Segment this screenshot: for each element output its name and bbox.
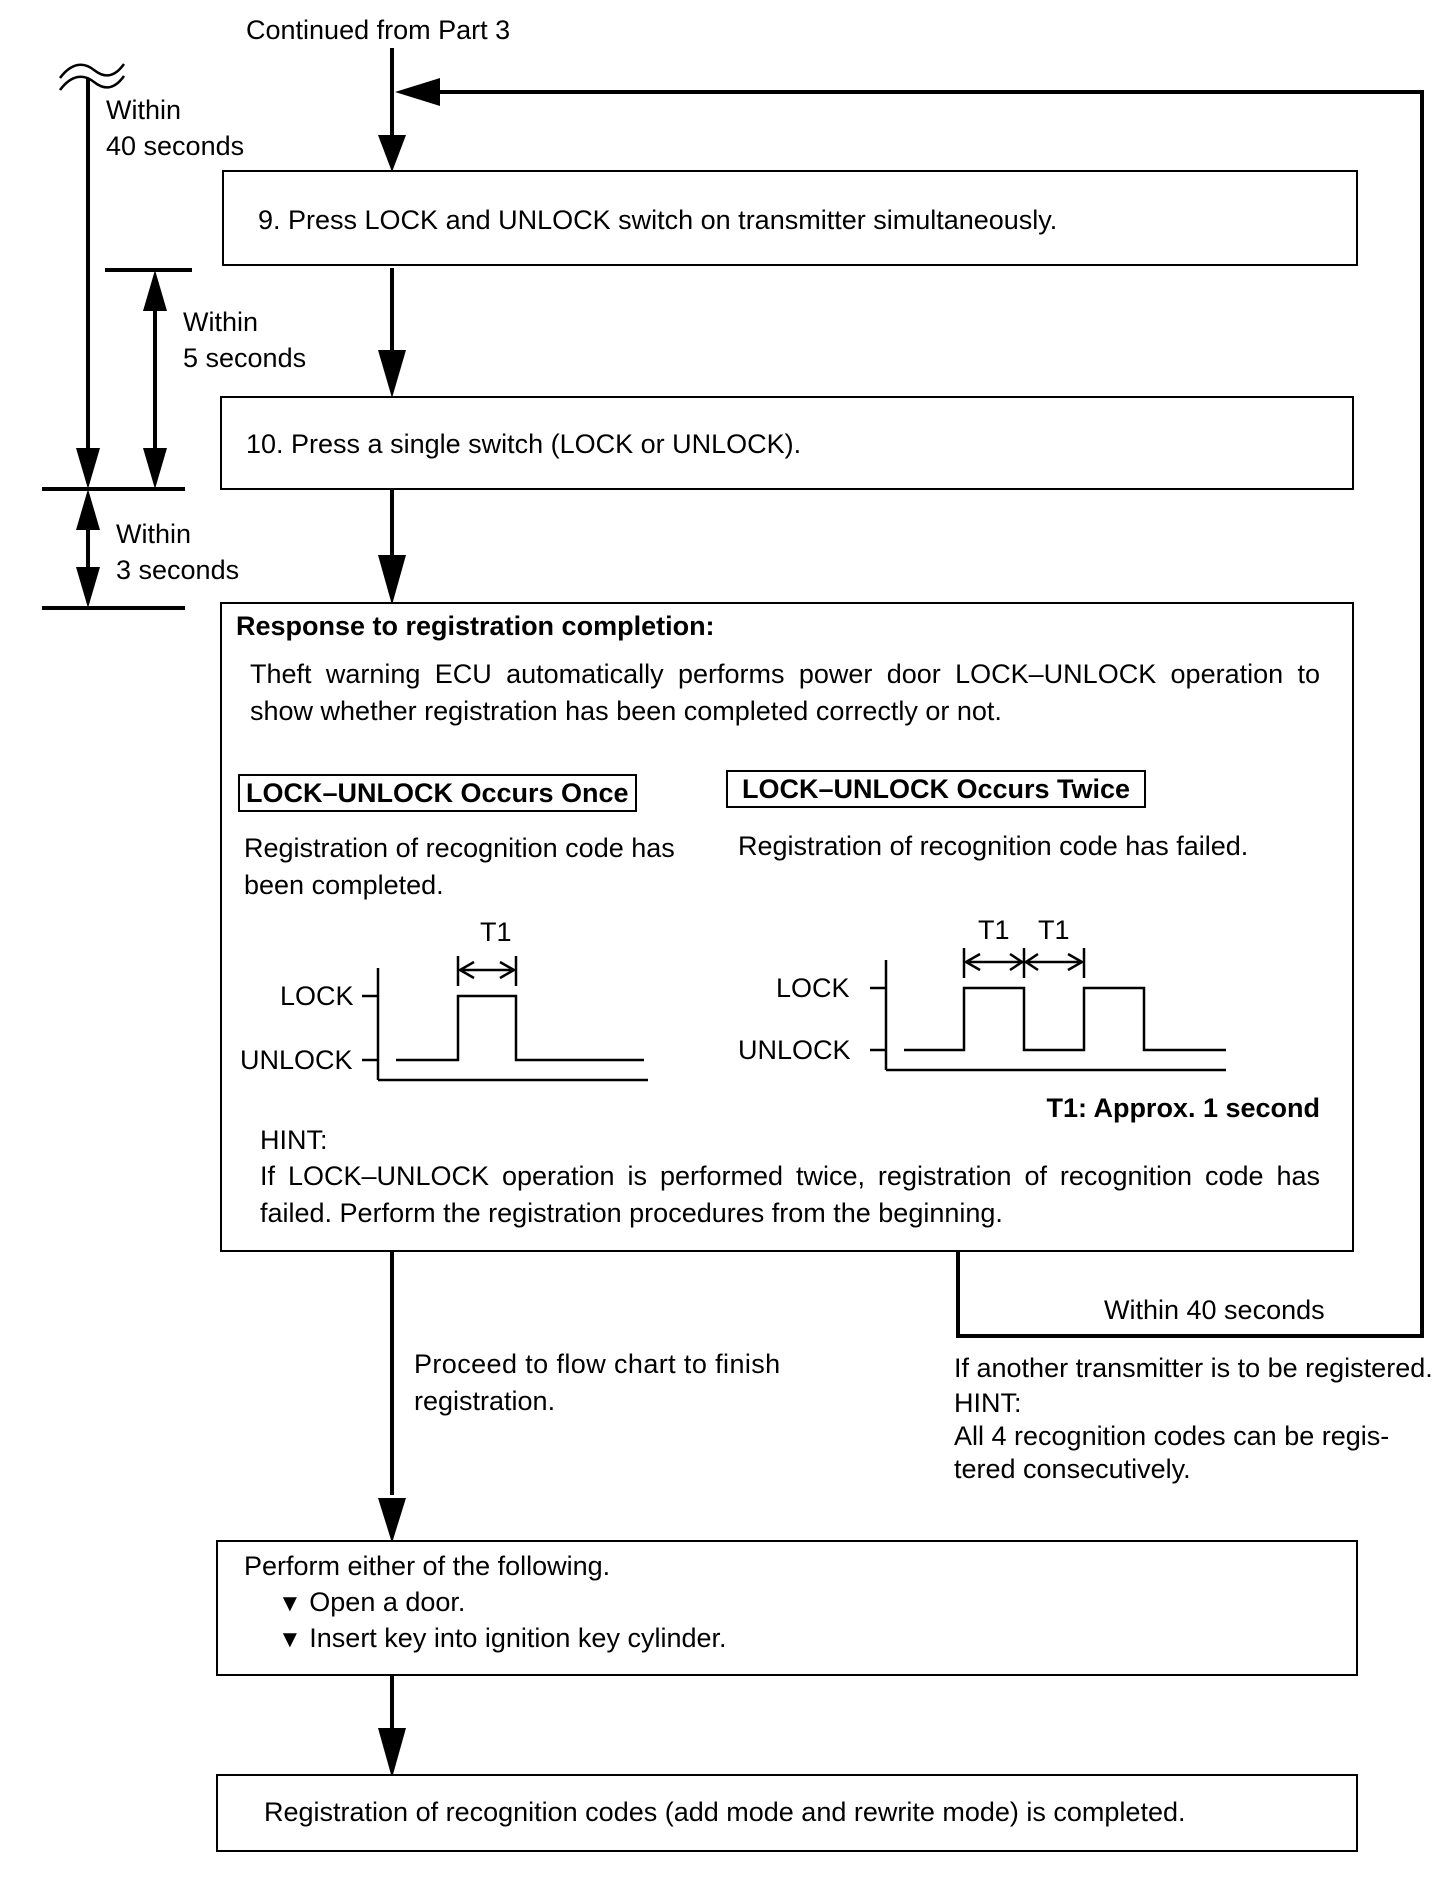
step-10-text: 10. Press a single switch (LOCK or UNLOC… (246, 429, 802, 459)
triangle-bullet-icon: ▼ (278, 1590, 302, 1617)
loop-another-label: If another transmitter is to be register… (954, 1353, 1433, 1383)
response-hint-text: If LOCK–UNLOCK operation is performed tw… (260, 1161, 1320, 1228)
perform-item-1: ▼ Open a door. (278, 1584, 465, 1622)
response-title: Response to registration completion: (236, 611, 715, 641)
response-hint-title: HINT: (260, 1125, 328, 1155)
arrowhead-3-down (76, 567, 100, 608)
perform-box: Perform either of the following. ▼ Open … (216, 1540, 1358, 1676)
twice-t1-head-left (963, 952, 981, 972)
perform-item-2: ▼ Insert key into ignition key cylinder. (278, 1620, 727, 1658)
timing-3-label-seconds: 3 seconds (116, 555, 240, 585)
perform-item-2-text: Insert key into ignition key cylinder. (309, 1623, 727, 1653)
perform-item-1-text: Open a door. (309, 1587, 466, 1617)
arrowhead-to-perform (378, 1498, 406, 1543)
break-symbol (59, 63, 126, 91)
twice-label: LOCK–UNLOCK Occurs Twice (726, 770, 1147, 808)
once-signal (396, 994, 644, 1062)
once-t1-label: T1 (480, 917, 512, 947)
twice-waveform (870, 948, 1226, 1072)
loop-hint-line-1: All 4 recognition codes can be regis- (954, 1421, 1390, 1451)
step-10-box: 10. Press a single switch (LOCK or UNLOC… (220, 396, 1354, 490)
twice-t1-head-mid-b (1023, 952, 1039, 972)
twice-lock-label: LOCK (776, 973, 850, 1003)
arrowhead-3-up (76, 489, 100, 530)
timing-40-label-seconds: 40 seconds (106, 131, 245, 161)
triangle-bullet-icon: ▼ (278, 1626, 302, 1653)
twice-signal (904, 986, 1226, 1052)
loop-back-line (430, 90, 1424, 1338)
timing-5-label-seconds: 5 seconds (183, 343, 307, 373)
twice-unlock-label: UNLOCK (738, 1035, 851, 1065)
arrowhead-40-down (76, 448, 100, 489)
t1-note: T1: Approx. 1 second (1046, 1093, 1320, 1123)
once-waveform (362, 956, 648, 1082)
response-box: Response to registration completion: The… (220, 602, 1354, 1252)
arrowhead-to-step10 (378, 350, 406, 398)
arrowhead-5-up (143, 270, 167, 311)
arrowhead-5-down (143, 448, 167, 489)
once-label: LOCK–UNLOCK Occurs Once (238, 774, 637, 812)
arrowhead-loop-back (395, 78, 440, 106)
final-box: Registration of recognition codes (add m… (216, 1774, 1358, 1852)
perform-title: Perform either of the following. (244, 1551, 611, 1581)
twice-t1-label-2: T1 (1038, 915, 1070, 945)
step-9-box: 9. Press LOCK and UNLOCK switch on trans… (222, 170, 1358, 266)
arrowhead-to-final (378, 1728, 406, 1778)
once-t1-head-right (499, 960, 517, 980)
loop-within-label: Within 40 seconds (1104, 1295, 1325, 1325)
loop-hint-line-2: tered consecutively. (954, 1454, 1191, 1484)
timing-3-label-within: Within (116, 519, 192, 549)
timing-5-label-within: Within (183, 307, 259, 337)
once-unlock-label: UNLOCK (240, 1045, 353, 1075)
proceed-line-2: registration. (414, 1386, 556, 1416)
final-text: Registration of recognition codes (add m… (264, 1797, 1186, 1827)
arrowhead-to-response (378, 555, 406, 605)
timing-40-label-within: Within (106, 95, 182, 125)
twice-description: Registration of recognition code has fai… (738, 831, 1249, 861)
response-description: Theft warning ECU automatically performs… (250, 659, 1320, 726)
step-9-text: 9. Press LOCK and UNLOCK switch on trans… (258, 205, 1058, 235)
once-lock-label: LOCK (280, 981, 354, 1011)
continued-label: Continued from Part 3 (246, 15, 511, 45)
loop-hint-title: HINT: (954, 1388, 1022, 1418)
proceed-line-1: Proceed to flow chart to finish (414, 1349, 781, 1379)
twice-t1-label-1: T1 (978, 915, 1010, 945)
once-t1-head-left (457, 960, 475, 980)
twice-t1-head-mid-a (1009, 952, 1025, 972)
arrowhead-to-step9 (378, 135, 406, 172)
once-description: Registration of recognition code has bee… (244, 833, 675, 900)
twice-t1-head-right (1067, 952, 1085, 972)
